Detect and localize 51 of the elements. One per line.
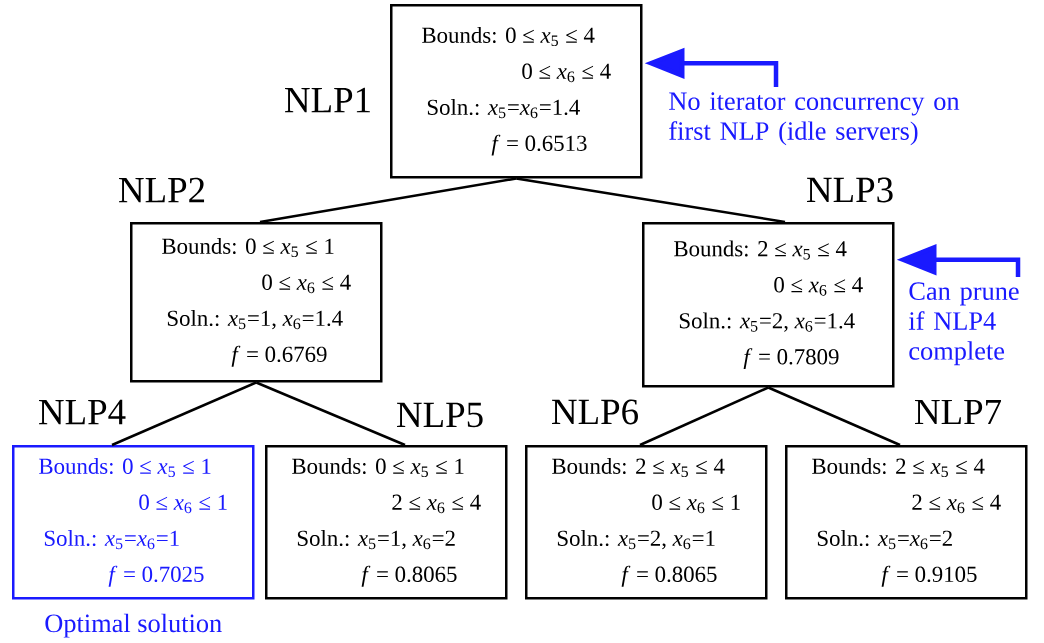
process-box: Bounds: 2 ≤ x$_{5}$ ≤ 4 2 ≤ x$_{6}$ ≤ 4 Soln.: x$_{5}$=x$_{6}$=2 f = 0.9105 [785,445,1028,600]
process-box: Bounds: 0 ≤ x$_{5}$ ≤ 1 2 ≤ x$_{6}$ ≤ 4 Soln.: x$_{5}$=1, x$_{6}$=2 f = 0.8065 [265,445,508,600]
process-box: Bounds: 0 ≤ x$_{5}$ ≤ 1 0 ≤ x$_{6}$ ≤ 4 Soln.: x$_{5}$=1, x$_{6}$=1.4 f = 0.6769 [130,222,383,383]
annotation-text: Can prune if NLP4 complete [908,282,1019,366]
box-title: NLP5 [397,402,483,428]
node-label: Bounds: 2 ≤ x$_{5}$ ≤ 4 [552,457,725,478]
box-title: NLP6 [552,399,638,425]
node-label: Bounds: 0 ≤ x$_{5}$ ≤ 1 [162,237,334,258]
box-title: NLP4 [39,399,126,425]
box-title: NLP1 [285,87,370,113]
node-label: 2 ≤ x$_{6}$ ≤ 4 [392,494,481,514]
connector-line [767,386,901,447]
node-label: Soln.: x$_{5}$=2, x$_{6}$=1 [557,529,715,550]
process-box: Bounds: 0 ≤ x$_{5}$ ≤ 1 0 ≤ x$_{6}$ ≤ 1 Soln.: x$_{5}$=x$_{6}$=1 f = 0.7025 [12,445,255,600]
connector-line [111,381,257,447]
node-label: Soln.: x$_{5}$=x$_{6}$=2 [817,529,952,550]
annotation-text: No iterator concurrency on first NLP (idle servers) [669,92,960,146]
node-label: f = 0.6769 [231,345,327,367]
node-label: f = 0.8065 [361,565,457,587]
box-title: NLP7 [915,399,1001,425]
node-label: Bounds: 0 ≤ x$_{5}$ ≤ 1 [39,457,211,478]
caption-text: Optimal solution [45,613,222,638]
node-label: Soln.: x$_{5}$=2, x$_{6}$=1.4 [679,312,855,332]
node-label: 0 ≤ x$_{6}$ ≤ 4 [262,274,351,294]
node-label: 0 ≤ x$_{6}$ ≤ 4 [774,277,863,296]
connector-line [259,177,517,224]
node-label: Bounds: 2 ≤ x$_{5}$ ≤ 4 [674,240,847,260]
node-label: Soln.: x$_{5}$=x$_{6}$=1 [44,529,179,550]
node-label: f = 0.9105 [881,565,977,587]
node-label: f = 0.7809 [743,348,839,370]
node-label: f = 0.7025 [108,565,204,587]
node-label: Bounds: 0 ≤ x$_{5}$ ≤ 1 [292,457,464,478]
node-label: 0 ≤ x$_{6}$ ≤ 1 [652,494,740,514]
node-label: f = 0.6513 [491,134,587,156]
node-label: Soln.: x$_{5}$=1, x$_{6}$=1.4 [167,309,343,330]
node-label: 0 ≤ x$_{6}$ ≤ 1 [139,494,227,514]
connector-line [255,381,406,447]
node-label: f = 0.8065 [621,565,717,587]
box-title: NLP3 [807,177,893,203]
connector-line [516,177,786,224]
node-label: Soln.: x$_{5}$=x$_{6}$=1.4 [427,98,580,119]
process-box: Bounds: 2 ≤ x$_{5}$ ≤ 4 0 ≤ x$_{6}$ ≤ 1 Soln.: x$_{5}$=2, x$_{6}$=1 f = 0.8065 [525,445,768,600]
node-label: Bounds: 0 ≤ x$_{5}$ ≤ 4 [422,26,595,47]
process-box: Bounds: 2 ≤ x$_{5}$ ≤ 4 0 ≤ x$_{6}$ ≤ 4 Soln.: x$_{5}$=2, x$_{6}$=1.4 f = 0.7809 [642,222,895,388]
node-label: Bounds: 2 ≤ x$_{5}$ ≤ 4 [812,457,985,478]
node-label: Soln.: x$_{5}$=1, x$_{6}$=2 [297,529,455,550]
node-label: 2 ≤ x$_{6}$ ≤ 4 [912,494,1001,514]
box-title: NLP2 [119,177,205,203]
connector-line [639,386,769,447]
process-box: Bounds: 0 ≤ x$_{5}$ ≤ 4 0 ≤ x$_{6}$ ≤ 4 Soln.: x$_{5}$=x$_{6}$=1.4 f = 0.6513 [390,4,643,179]
node-label: 0 ≤ x$_{6}$ ≤ 4 [522,63,611,83]
